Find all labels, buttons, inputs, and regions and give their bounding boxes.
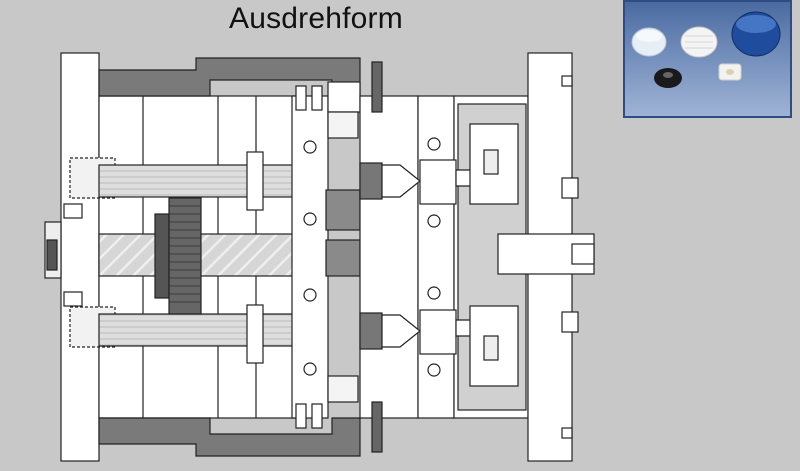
upper-cavity-insert [359,162,383,200]
bottom-bracket [98,417,361,457]
upper-threaded-core [98,164,300,198]
cavity-plate [359,95,419,419]
lower-cavity-insert [359,312,383,350]
left-clamping-plate [60,52,100,462]
page-title: Ausdrehform [229,2,403,35]
locating-ring-insert [46,239,58,271]
drive-gear [168,197,202,315]
gear-hub [154,213,170,299]
product-photo-icon [623,0,792,118]
closure-caps-illustration [631,11,781,88]
lower-threaded-core [98,313,300,347]
